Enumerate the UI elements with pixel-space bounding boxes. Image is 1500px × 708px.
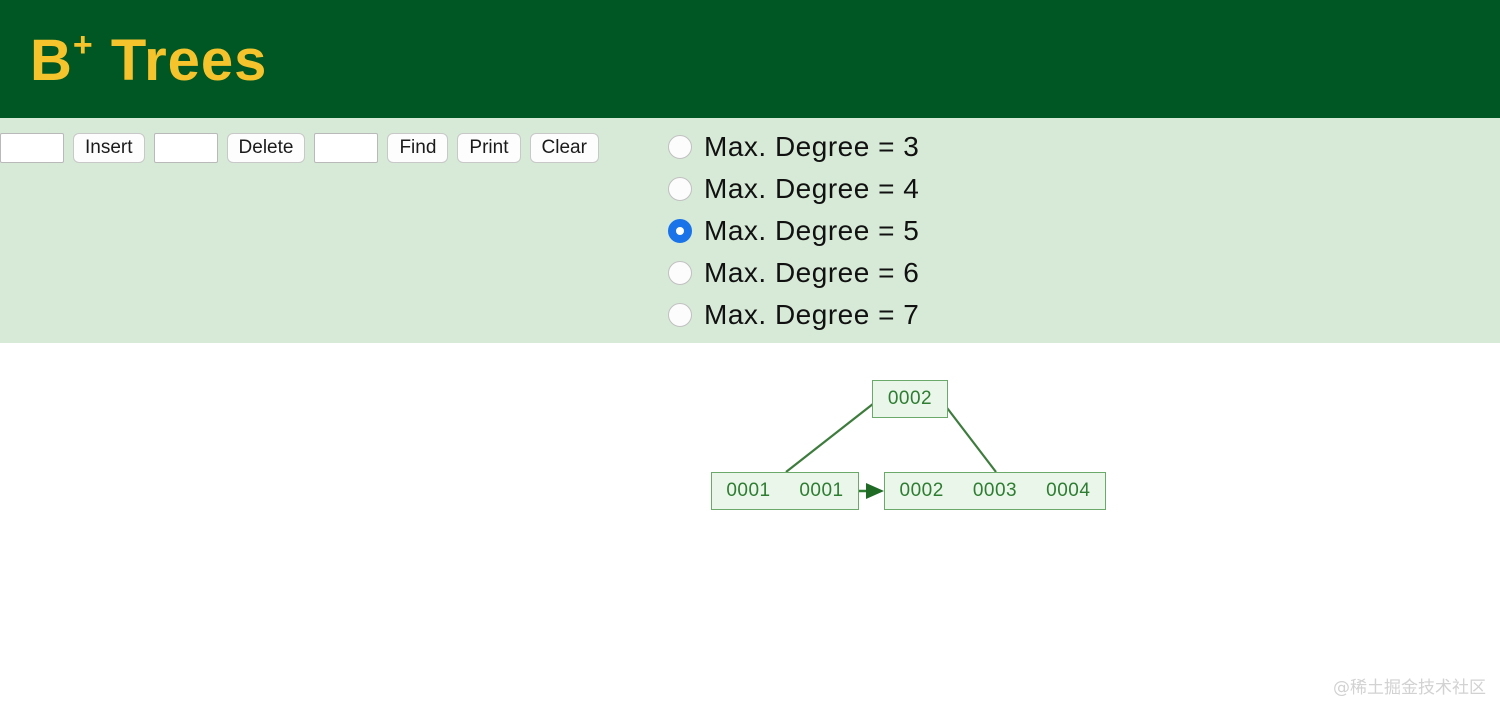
toolbar: Insert Delete Find Print Clear <box>0 133 608 163</box>
edge-root-to-left-leaf <box>785 399 879 473</box>
node-key: 0001 <box>726 480 771 501</box>
degree-radio-group: Max. Degree = 3 Max. Degree = 4 Max. Deg… <box>668 126 919 336</box>
page-title-superscript: + <box>72 26 94 64</box>
radio-option-degree-5[interactable]: Max. Degree = 5 <box>668 210 919 252</box>
node-key: 0001 <box>799 480 844 501</box>
node-key: 0002 <box>899 480 944 501</box>
tree-edges <box>785 399 997 499</box>
watermark: @稀土掘金技术社区 <box>1333 678 1486 698</box>
insert-input[interactable] <box>0 133 64 163</box>
page-title: B+ Trees <box>30 28 267 90</box>
find-button[interactable]: Find <box>387 133 449 163</box>
radio-icon-degree-7[interactable] <box>668 303 692 327</box>
radio-label-degree-6[interactable]: Max. Degree = 6 <box>704 257 920 288</box>
find-input[interactable] <box>314 133 379 163</box>
radio-label-degree-3[interactable]: Max. Degree = 3 <box>704 131 920 162</box>
control-panel: Insert Delete Find Print Clear Max. Degr… <box>0 118 1500 343</box>
delete-button[interactable]: Delete <box>226 133 306 163</box>
radio-label-degree-7[interactable]: Max. Degree = 7 <box>704 299 920 330</box>
radio-option-degree-6[interactable]: Max. Degree = 6 <box>668 252 919 294</box>
radio-icon-degree-4[interactable] <box>668 177 692 201</box>
tree-node-root[interactable]: 0002 <box>872 380 948 418</box>
tree-node-leaf-right[interactable]: 0002 0003 0004 <box>884 472 1106 510</box>
tree-node-leaf-left[interactable]: 0001 0001 <box>711 472 859 510</box>
radio-option-degree-7[interactable]: Max. Degree = 7 <box>668 294 919 336</box>
clear-button[interactable]: Clear <box>529 133 599 163</box>
radio-label-degree-5[interactable]: Max. Degree = 5 <box>704 215 920 246</box>
insert-button[interactable]: Insert <box>73 133 145 163</box>
delete-input[interactable] <box>153 133 218 163</box>
print-button[interactable]: Print <box>457 133 521 163</box>
edge-root-to-right-leaf <box>940 399 997 473</box>
radio-label-degree-4[interactable]: Max. Degree = 4 <box>704 173 920 204</box>
tree-visualization-canvas: 0002 0001 0001 0002 0003 0004 <box>0 343 1500 708</box>
radio-icon-degree-3[interactable] <box>668 135 692 159</box>
page-title-main: B <box>30 28 73 93</box>
radio-icon-degree-6[interactable] <box>668 261 692 285</box>
app-header: B+ Trees <box>0 0 1500 118</box>
page-title-rest: Trees <box>93 28 268 93</box>
radio-option-degree-3[interactable]: Max. Degree = 3 <box>668 126 919 168</box>
arrow-right-icon <box>866 483 884 499</box>
node-key: 0002 <box>887 388 933 409</box>
node-key: 0003 <box>972 480 1018 501</box>
node-key: 0004 <box>1046 480 1091 501</box>
radio-icon-degree-5[interactable] <box>668 219 692 243</box>
radio-option-degree-4[interactable]: Max. Degree = 4 <box>668 168 919 210</box>
